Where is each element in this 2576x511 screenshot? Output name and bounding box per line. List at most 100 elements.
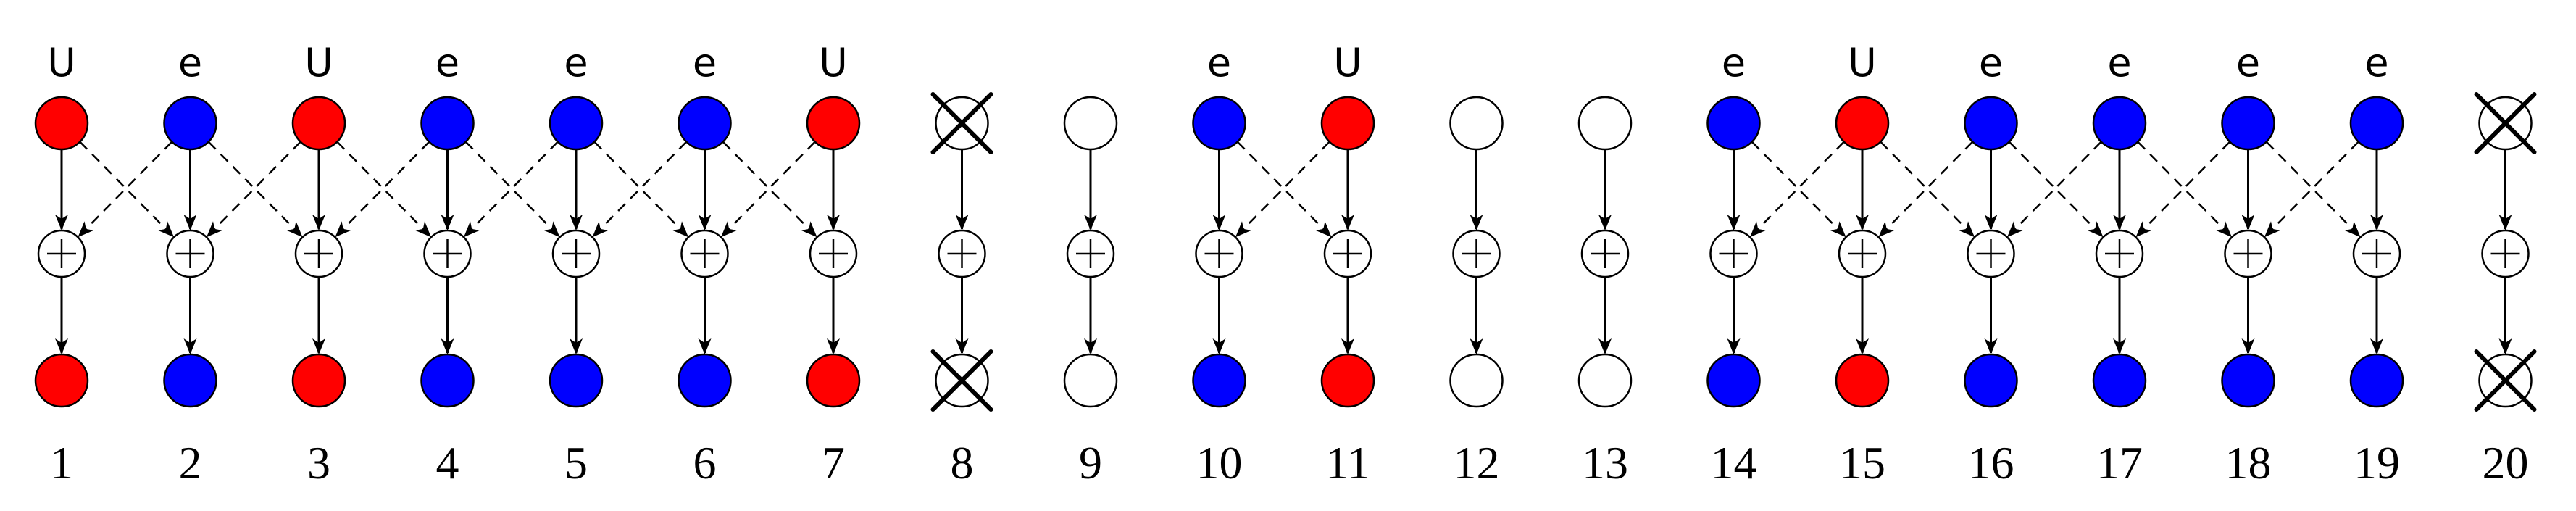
- dashed-arrow-1-to-2: [79, 141, 175, 238]
- site-number-13: 13: [1582, 437, 1628, 489]
- bottom-node-3: [291, 353, 346, 408]
- top-node-16: [1964, 96, 2018, 151]
- top-node-1: [34, 96, 89, 151]
- dashed-arrow-2-to-3: [207, 141, 303, 238]
- site-type-label-15: U: [1848, 40, 1877, 86]
- site-number-19: 19: [2354, 437, 2400, 489]
- bottom-node-16: [1964, 353, 2018, 408]
- cross-icon-bottom-20-b: [2474, 349, 2537, 412]
- top-node-14: [1706, 96, 1761, 151]
- site-type-label-10: e: [1207, 40, 1231, 86]
- bottom-node-19: [2349, 353, 2404, 408]
- bottom-node-6: [678, 353, 732, 408]
- vertical-arrows: [55, 149, 2512, 354]
- site-number-10: 10: [1196, 437, 1243, 489]
- top-node-2: [163, 96, 217, 151]
- dashed-arrow-6-to-5: [592, 141, 688, 238]
- site-number-18: 18: [2225, 437, 2272, 489]
- top-node-15: [1835, 96, 1890, 151]
- dashed-arrow-17-to-16: [2006, 141, 2102, 238]
- dashed-arrow-16-to-17: [2008, 141, 2104, 238]
- cross-icon-top-8-b: [930, 92, 993, 154]
- dashed-arrow-11-to-10: [1235, 141, 1330, 238]
- site-number-20: 20: [2483, 437, 2529, 489]
- top-node-3: [291, 96, 346, 151]
- top-node-19: [2349, 96, 2404, 151]
- site-type-label-16: e: [1979, 40, 2003, 86]
- bottom-node-12: [1449, 353, 1504, 408]
- dashed-arrow-19-to-18: [2264, 141, 2359, 238]
- site-number-14: 14: [1711, 437, 1757, 489]
- site-type-label-18: e: [2236, 40, 2260, 86]
- bottom-node-17: [2092, 353, 2147, 408]
- site-number-16: 16: [1968, 437, 2014, 489]
- bottom-node-9: [1063, 353, 1118, 408]
- bottom-node-5: [549, 353, 604, 408]
- site-type-label-5: e: [564, 40, 588, 86]
- top-node-12: [1449, 96, 1504, 151]
- bottom-node-13: [1577, 353, 1633, 408]
- dashed-arrow-2-to-1: [78, 141, 173, 238]
- site-type-label-17: e: [2107, 40, 2131, 86]
- site-number-4: 4: [436, 437, 459, 489]
- dashed-arrow-3-to-2: [206, 141, 301, 238]
- site-number-2: 2: [179, 437, 202, 489]
- site-type-label-3: U: [304, 40, 333, 86]
- site-type-label-6: e: [693, 40, 717, 86]
- top-node-6: [678, 96, 732, 151]
- bottom-node-18: [2221, 353, 2275, 408]
- site-number-6: 6: [693, 437, 717, 489]
- dashed-arrow-4-to-3: [335, 141, 430, 238]
- dashed-arrow-16-to-15: [1878, 141, 1974, 238]
- site-number-1: 1: [50, 437, 73, 489]
- dashed-arrow-7-to-6: [720, 141, 816, 238]
- site-type-label-7: U: [819, 40, 848, 86]
- site-number-3: 3: [307, 437, 330, 489]
- top-node-17: [2092, 96, 2147, 151]
- site-number-12: 12: [1454, 437, 1500, 489]
- top-node-5: [549, 96, 604, 151]
- dashed-arrow-17-to-18: [2137, 141, 2233, 238]
- dashed-arrow-4-to-5: [464, 141, 560, 238]
- dashed-arrow-3-to-4: [336, 141, 432, 238]
- site-nodes: [34, 92, 2537, 412]
- top-node-10: [1192, 96, 1246, 151]
- site-number-5: 5: [564, 437, 588, 489]
- coupling-arrows: [78, 141, 2361, 238]
- dashed-arrow-15-to-16: [1880, 141, 1975, 238]
- dashed-arrow-5-to-6: [593, 141, 689, 238]
- site-type-label-1: U: [47, 40, 76, 86]
- site-number-11: 11: [1325, 437, 1370, 489]
- site-type-label-19: e: [2364, 40, 2388, 86]
- site-type-label-2: e: [178, 40, 202, 86]
- bottom-node-14: [1706, 353, 1761, 408]
- bottom-node-4: [420, 353, 475, 408]
- cross-icon-top-20-b: [2474, 92, 2537, 154]
- dashed-arrow-18-to-17: [2135, 141, 2231, 238]
- dashed-arrow-10-to-11: [1236, 141, 1332, 238]
- top-node-18: [2221, 96, 2275, 151]
- site-type-label-14: e: [1722, 40, 1746, 86]
- dashed-arrow-5-to-4: [463, 141, 559, 238]
- cross-icon-bottom-8-b: [930, 349, 993, 412]
- top-node-13: [1577, 96, 1633, 151]
- top-node-4: [420, 96, 475, 151]
- site-number-15: 15: [1839, 437, 1885, 489]
- bottom-node-11: [1320, 353, 1375, 408]
- dashed-arrow-6-to-7: [722, 141, 817, 238]
- bottom-node-10: [1192, 353, 1246, 408]
- site-type-label-4: e: [435, 40, 459, 86]
- dashed-arrow-14-to-15: [1751, 141, 1846, 238]
- bottom-node-15: [1835, 353, 1890, 408]
- site-number-17: 17: [2096, 437, 2143, 489]
- top-node-11: [1320, 96, 1375, 151]
- dashed-arrow-18-to-19: [2265, 141, 2361, 238]
- bottom-node-2: [163, 353, 217, 408]
- bottom-node-1: [34, 353, 89, 408]
- site-number-9: 9: [1079, 437, 1102, 489]
- dashed-arrow-15-to-14: [1749, 141, 1845, 238]
- site-type-label-11: U: [1333, 40, 1362, 86]
- top-node-9: [1063, 96, 1118, 151]
